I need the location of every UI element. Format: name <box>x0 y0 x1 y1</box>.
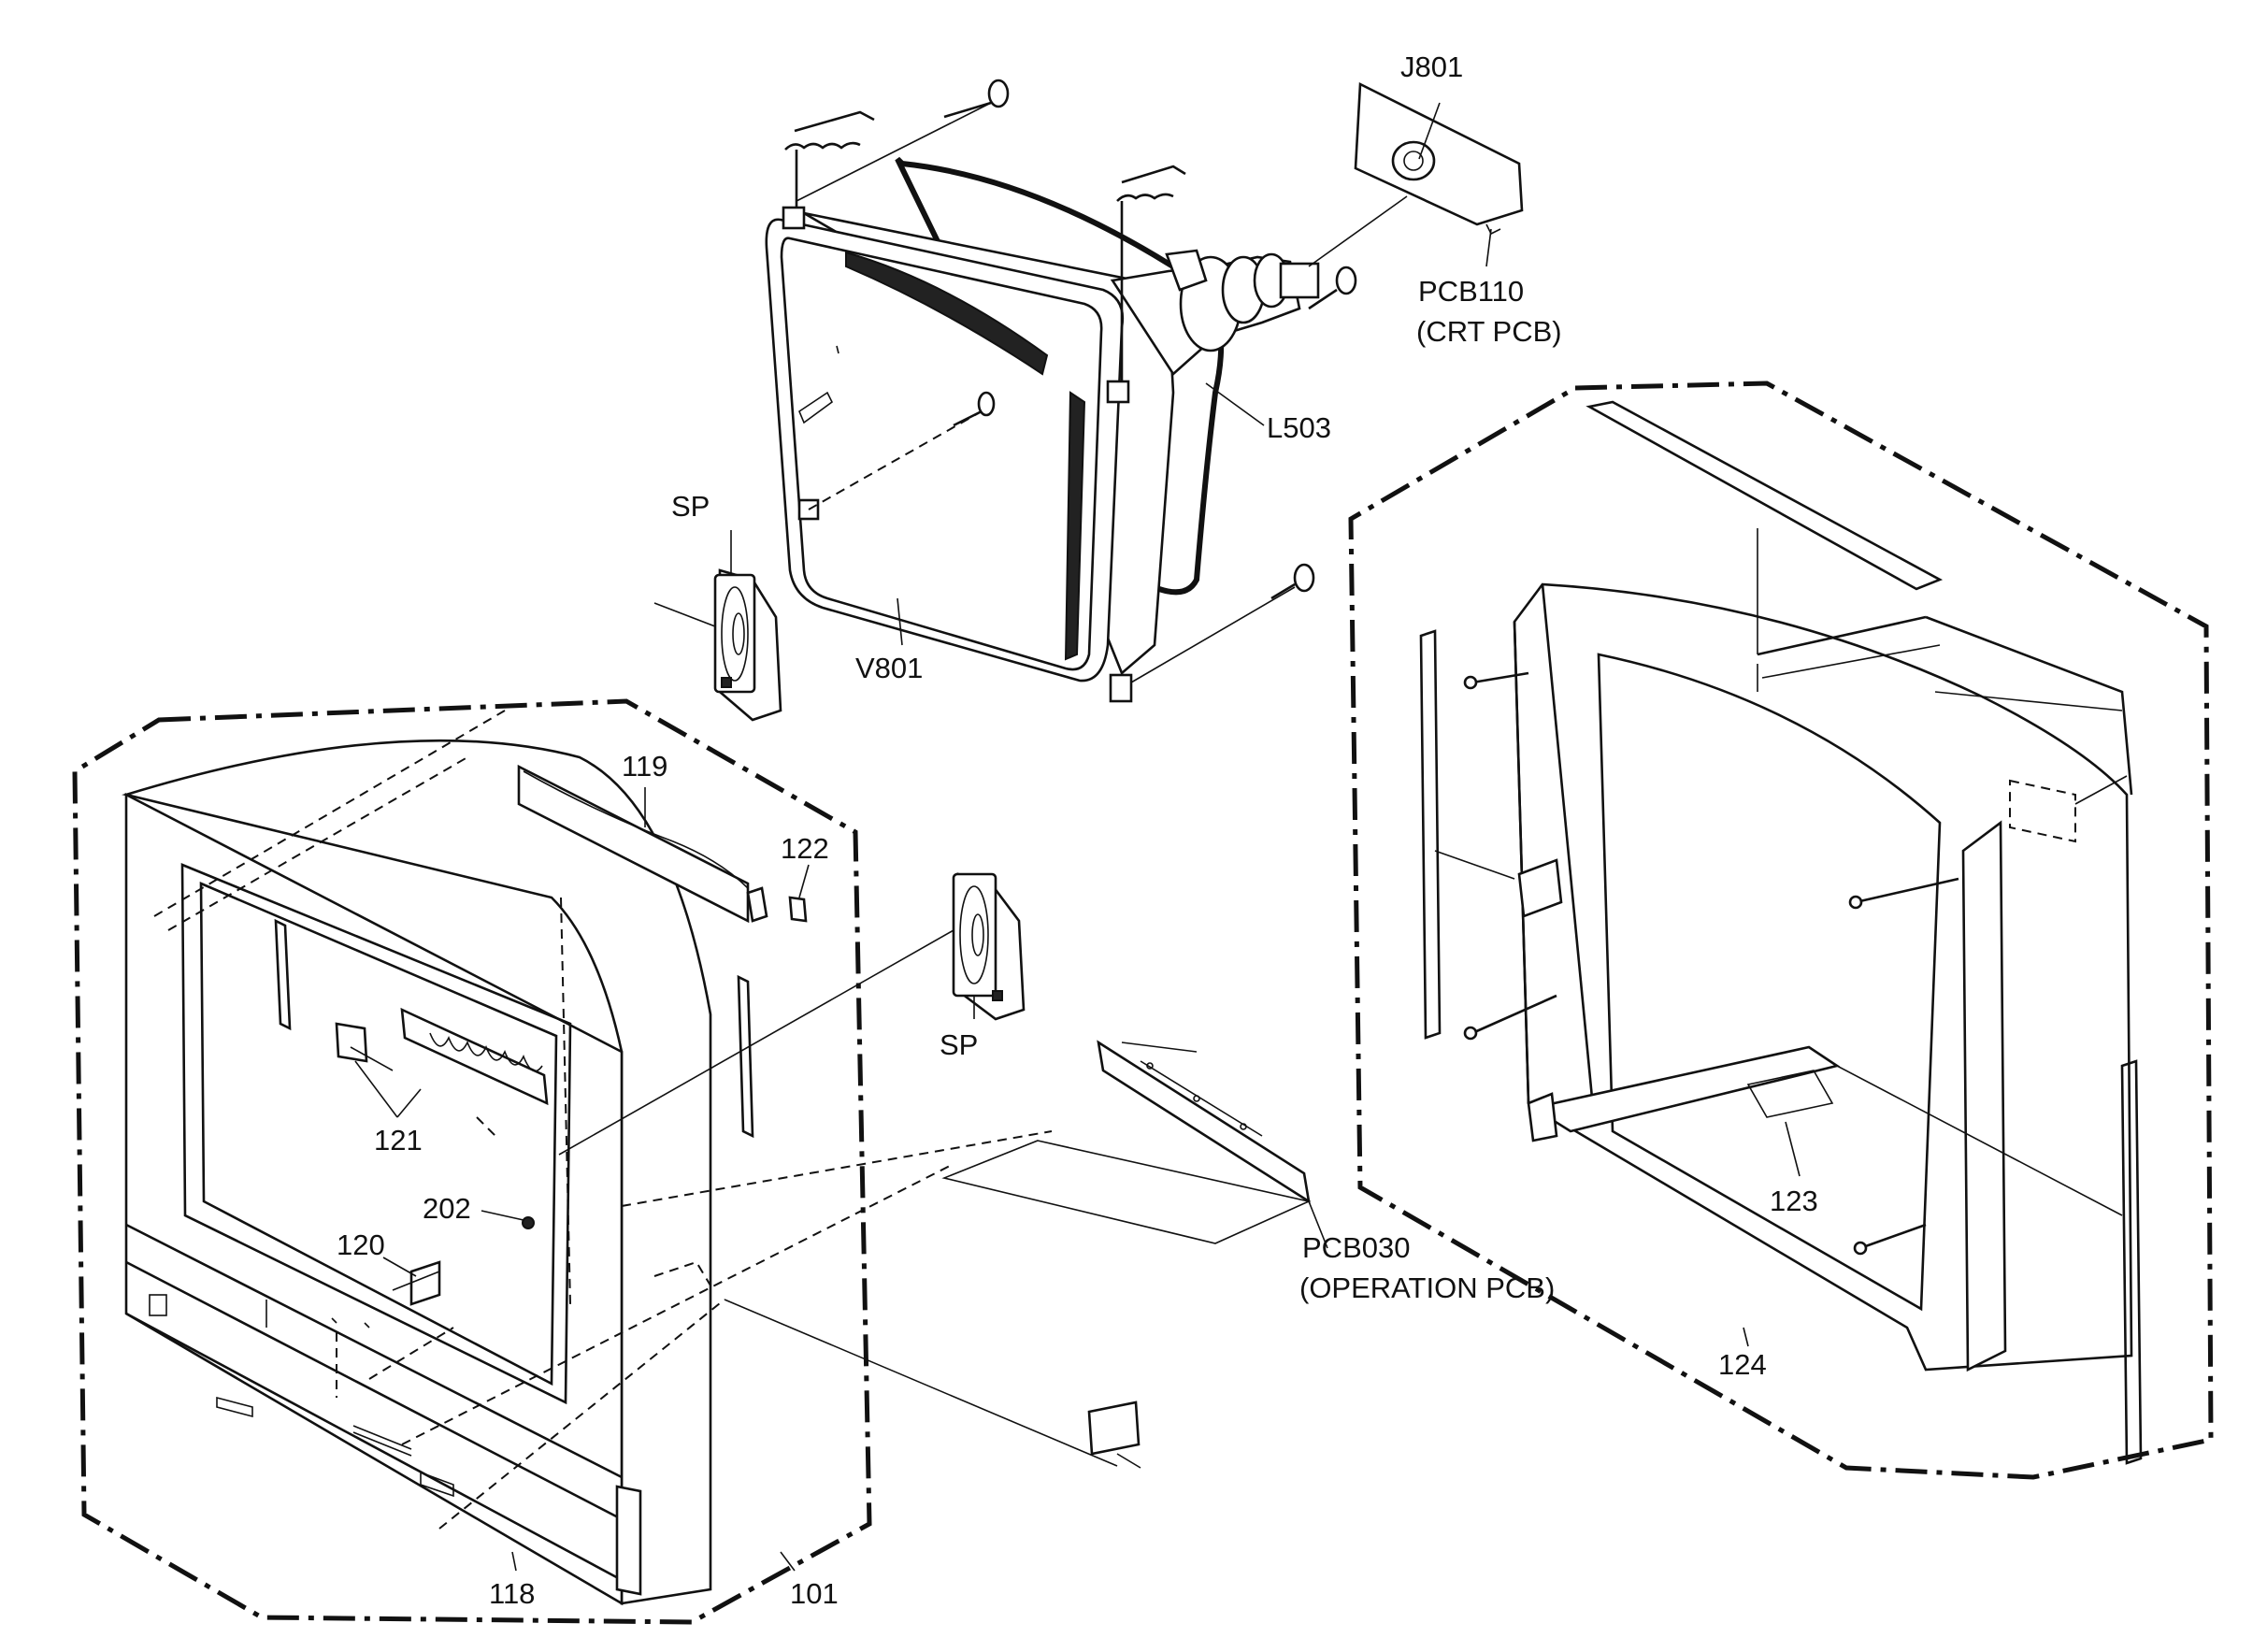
label-119: 119 <box>622 750 667 783</box>
label-124: 124 <box>1718 1348 1767 1381</box>
front-cabinet-projection-lines <box>153 710 1053 1530</box>
crt-mounting-screws <box>784 79 1408 683</box>
leader-124 <box>1743 1327 1749 1347</box>
label-pcb030: PCB030 <box>1302 1231 1410 1264</box>
leader-121 <box>354 1060 398 1118</box>
part-119-holder <box>517 764 808 924</box>
leader-123 <box>1785 1121 1801 1177</box>
label-121: 121 <box>374 1124 423 1156</box>
label-120: 120 <box>337 1228 385 1261</box>
label-202: 202 <box>423 1192 471 1225</box>
crt-tube-v801 <box>765 156 1320 703</box>
label-crt-pcb: (CRT PCB) <box>1416 315 1562 348</box>
leader-v801 <box>897 597 903 646</box>
label-sp-mid: SP <box>940 1028 978 1061</box>
label-j801: J801 <box>1400 50 1463 83</box>
speaker-top <box>653 530 782 722</box>
operation-pcb-board <box>724 1040 1328 1469</box>
label-122: 122 <box>781 832 829 865</box>
label-118: 118 <box>489 1577 535 1610</box>
speaker-mid <box>558 872 1026 1156</box>
label-101: 101 <box>790 1577 839 1610</box>
label-sp-top: SP <box>671 490 710 523</box>
label-pcb110: PCB110 <box>1418 275 1524 308</box>
leader-l503 <box>1205 382 1265 426</box>
leader-202 <box>481 1210 524 1221</box>
front-cabinet <box>122 739 754 1606</box>
label-v801: V801 <box>855 652 923 684</box>
crt-pcb-board <box>1354 81 1524 267</box>
leader-101 <box>780 1551 796 1572</box>
rear-cabinet <box>1419 400 2143 1465</box>
label-123: 123 <box>1770 1185 1818 1217</box>
label-l503: L503 <box>1267 411 1331 444</box>
leader-120 <box>382 1257 417 1277</box>
leader-121b <box>396 1088 422 1118</box>
leader-118 <box>511 1551 517 1572</box>
leader-122 <box>798 864 810 898</box>
boundary-rear-cabinet <box>1348 381 2214 1480</box>
boundary-front-cabinet <box>72 698 872 1625</box>
